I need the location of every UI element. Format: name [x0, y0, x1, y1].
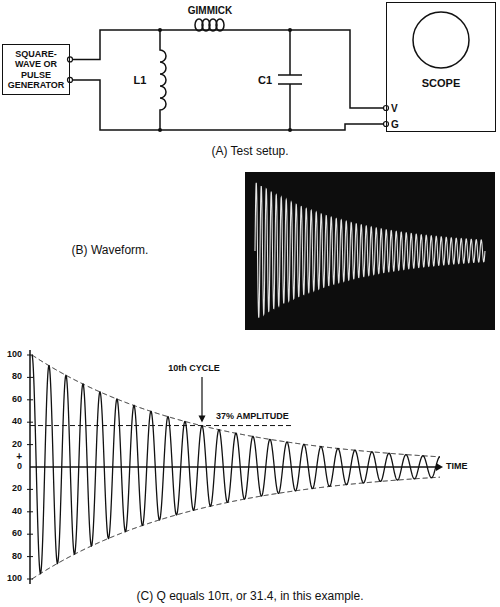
axis-number: 100 — [7, 350, 22, 360]
gimmick-coil — [195, 19, 224, 31]
waveform-trace — [255, 183, 485, 318]
part-label: 10th CYCLE — [168, 364, 220, 374]
envelope-line — [32, 355, 440, 457]
axis-tick — [27, 377, 33, 378]
part-label: V — [391, 103, 398, 114]
axis-number: 20 — [12, 440, 22, 450]
axis-number: 20 — [12, 484, 22, 494]
axis-tick — [27, 422, 33, 423]
axis-number: 80 — [12, 372, 22, 382]
part-label: GIMMICK — [188, 5, 232, 16]
terminal — [68, 57, 73, 62]
axis-number: 40 — [12, 507, 22, 517]
node-label: SCOPE — [389, 77, 493, 90]
axis-number: 60 — [12, 529, 22, 539]
axis-tick — [27, 399, 33, 400]
inductor-symbol — [160, 30, 166, 130]
part-label: + — [16, 450, 22, 461]
damped-wave — [32, 355, 440, 574]
envelope-line — [32, 477, 440, 579]
scope-box: SCOPE — [386, 2, 496, 132]
axis-number: 80 — [12, 552, 22, 562]
part-label: TIME — [446, 462, 468, 472]
part-label: 37% AMPLITUDE — [216, 412, 289, 422]
axis-number: 60 — [12, 395, 22, 405]
circuit-wire — [70, 80, 386, 130]
axis-tick — [27, 534, 33, 535]
part-label: G — [391, 119, 399, 130]
axis-number: 0 — [17, 462, 22, 472]
axis-number: 100 — [7, 574, 22, 584]
time-axis — [30, 466, 436, 468]
scope-screen — [413, 12, 469, 68]
pointer-arrowhead — [199, 416, 206, 423]
circuit-wire — [70, 30, 386, 108]
generator-box: SQUARE-WAVE OR PULSE GENERATOR — [2, 44, 70, 95]
axis-tick — [27, 489, 33, 490]
terminal — [68, 77, 73, 82]
decay-chart — [27, 350, 443, 584]
axis-tick — [27, 444, 33, 445]
part-label: C1 — [258, 74, 272, 86]
capacitor-symbol — [278, 30, 302, 130]
node-label: SQUARE-WAVE OR PULSE GENERATOR — [5, 49, 67, 90]
axis-tick — [27, 511, 33, 512]
part-label: L1 — [134, 74, 147, 86]
axis-tick — [27, 556, 33, 557]
photo-waveform — [255, 183, 485, 318]
level-line — [30, 425, 292, 426]
scope-photo — [245, 172, 495, 330]
figure-caption: (C) Q equals 10π, or 31.4, in this examp… — [136, 590, 363, 603]
figure-caption: (B) Waveform. — [72, 244, 149, 257]
pointer-arrow — [201, 377, 202, 417]
axis-number: 40 — [12, 417, 22, 427]
figure-caption: (A) Test setup. — [211, 145, 288, 158]
